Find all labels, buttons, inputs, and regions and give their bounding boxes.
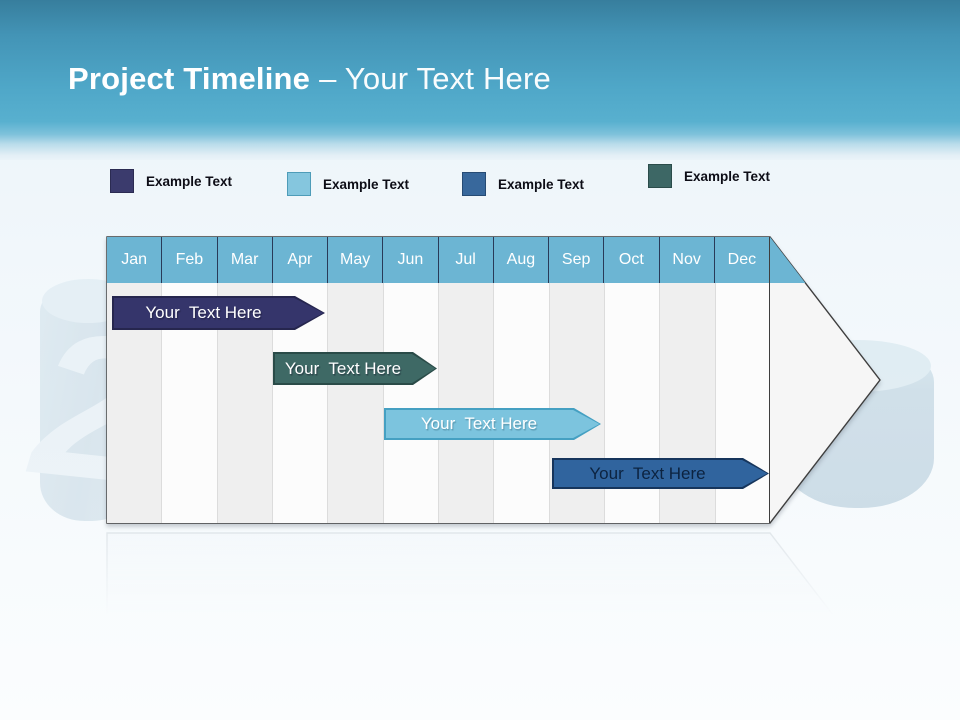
legend-swatch-steelblue <box>462 172 486 196</box>
page-title-suffix: – Your Text Here <box>319 61 551 96</box>
task-bar-fill: Your Text Here <box>554 460 768 488</box>
legend-label: Example Text <box>146 173 233 189</box>
legend-item-4: Example Text <box>648 164 770 188</box>
title-banner: Project Timeline– Your Text Here <box>0 0 960 160</box>
month-header-dec: Dec <box>715 237 770 283</box>
page-title: Project Timeline– Your Text Here <box>68 60 551 97</box>
month-header-feb: Feb <box>162 237 218 283</box>
month-header-apr: Apr <box>273 237 328 283</box>
grid-column <box>328 283 384 523</box>
timeline-chart: Jan Feb Mar Apr May Jun Jul Aug Sep Oct … <box>103 235 883 527</box>
legend-swatch-teal <box>648 164 672 188</box>
task-bar-fill: Your Text Here <box>114 298 324 329</box>
legend-item-2: Example Text <box>287 172 409 196</box>
task-bar-3: Your Text Here <box>384 408 601 440</box>
chart-reflection-shape <box>106 532 881 639</box>
task-bar-fill: Your Text Here <box>275 354 436 384</box>
month-header-may: May <box>328 237 384 283</box>
legend-label: Example Text <box>684 168 771 184</box>
task-bar-2: Your Text Here <box>273 352 437 385</box>
task-bar-label: Your Text Here <box>284 358 402 378</box>
task-bar-label: Your Text Here <box>589 463 706 483</box>
month-header-aug: Aug <box>494 237 549 283</box>
grid-right-border <box>768 237 771 523</box>
task-bar-1: Your Text Here <box>112 296 325 330</box>
task-bar-4: Your Text Here <box>552 458 769 489</box>
legend-item-3: Example Text <box>462 172 584 196</box>
task-bar-fill: Your Text Here <box>386 410 600 439</box>
chart-reflection <box>103 529 883 639</box>
grid-column <box>438 283 495 523</box>
month-header-sep: Sep <box>549 237 605 283</box>
month-header-oct: Oct <box>604 237 660 283</box>
legend-swatch-lightblue <box>287 172 311 196</box>
legend-label: Example Text <box>323 176 410 192</box>
task-bar-label: Your Text Here <box>145 303 262 322</box>
legend-swatch-navy <box>110 169 134 193</box>
month-header-nov: Nov <box>660 237 715 283</box>
grid-column <box>383 283 439 523</box>
grid-column <box>494 283 550 523</box>
timeline-clip-region: Jan Feb Mar Apr May Jun Jul Aug Sep Oct … <box>107 237 880 523</box>
task-bar-label: Your Text Here <box>420 414 538 433</box>
month-header-mar: Mar <box>218 237 273 283</box>
timeline-grid <box>107 283 770 523</box>
month-header-jan: Jan <box>107 237 163 283</box>
legend-item-1: Example Text <box>110 169 232 193</box>
month-header-row: Jan Feb Mar Apr May Jun Jul Aug Sep Oct … <box>107 237 877 283</box>
page-title-main: Project Timeline <box>68 61 311 96</box>
month-header-jul: Jul <box>439 237 494 283</box>
month-header-jun: Jun <box>383 237 439 283</box>
legend-label: Example Text <box>498 176 585 192</box>
